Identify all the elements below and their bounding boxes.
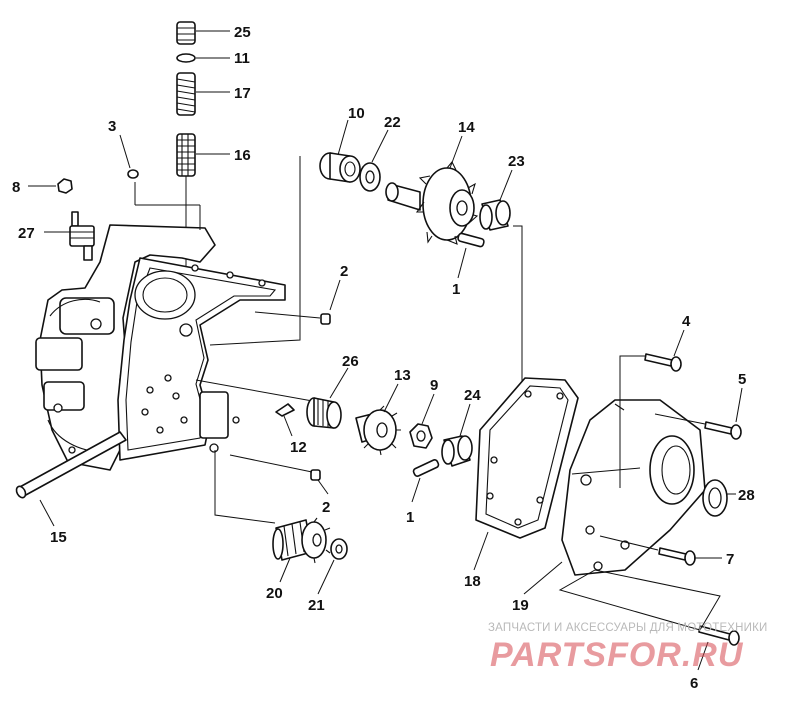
screw-5	[704, 421, 742, 440]
callout-1-upper: 1	[452, 281, 460, 298]
callout-10: 10	[348, 105, 365, 122]
screw-4	[644, 353, 682, 372]
bushing-23	[479, 199, 511, 231]
callout-22: 22	[384, 114, 401, 131]
callout-11: 11	[234, 50, 250, 67]
gear-cover-19	[561, 399, 706, 576]
screw-7	[658, 547, 696, 566]
tube-15	[15, 431, 127, 499]
callout-6: 6	[690, 675, 698, 692]
callout-12: 12	[290, 439, 307, 456]
crankcase-gasket-face	[117, 257, 286, 461]
dowel-pin-2-lower	[310, 469, 321, 481]
callout-15: 15	[50, 529, 67, 546]
callout-labels: 25 11 17 16 3 8 27 10 22 14 23 1 2 4 5 2…	[12, 24, 755, 692]
gear-20	[272, 517, 331, 564]
pin-1-lower	[412, 459, 440, 477]
oil-seal-28	[702, 479, 728, 517]
gasket-18	[475, 377, 579, 539]
callout-9: 9	[430, 377, 438, 394]
callout-3: 3	[108, 118, 116, 135]
callout-23: 23	[508, 153, 525, 170]
callout-20: 20	[266, 585, 283, 602]
callout-14: 14	[458, 119, 475, 136]
nut-9	[409, 423, 433, 449]
washer-21	[330, 538, 348, 560]
washer-22	[359, 162, 381, 192]
callout-21: 21	[308, 597, 325, 614]
callout-25: 25	[234, 24, 251, 41]
watermark-logo: PARTSFOR.RU	[490, 636, 744, 674]
sensor-27	[69, 211, 95, 261]
callout-26: 26	[342, 353, 359, 370]
filter-screen-16	[176, 133, 196, 177]
callout-4: 4	[682, 313, 691, 330]
callout-7: 7	[726, 551, 734, 568]
key-12	[275, 403, 295, 417]
callout-28: 28	[738, 487, 755, 504]
nut-8	[57, 178, 73, 194]
callout-leaders	[28, 30, 743, 671]
bushing-26	[306, 397, 342, 429]
callout-2-lower: 2	[322, 499, 330, 516]
callout-18: 18	[464, 573, 481, 590]
callout-5: 5	[738, 371, 746, 388]
callout-17: 17	[234, 85, 251, 102]
callout-27: 27	[18, 225, 35, 242]
callout-1-lower: 1	[406, 509, 414, 526]
callout-19: 19	[512, 597, 529, 614]
callout-13: 13	[394, 367, 411, 384]
plug-25	[176, 21, 196, 45]
pin-1-upper	[457, 232, 485, 248]
callout-16: 16	[234, 147, 251, 164]
needle-bearing-10	[319, 152, 361, 183]
watermark-caption: ЗАПЧАСТИ И АКСЕССУАРЫ ДЛЯ МОТОТЕХНИКИ	[488, 622, 768, 634]
bushing-24	[441, 435, 473, 467]
callout-24: 24	[464, 387, 481, 404]
o-ring-11	[176, 53, 196, 63]
callout-8: 8	[12, 179, 20, 196]
spring-17	[176, 72, 196, 116]
dowel-pin-2-upper	[320, 313, 331, 325]
pinion-gear-13	[355, 405, 401, 456]
plug-3	[127, 169, 139, 179]
callout-2-upper: 2	[340, 263, 348, 280]
watermark: ЗАПЧАСТИ И АКСЕССУАРЫ ДЛЯ МОТОТЕХНИКИ PA…	[488, 622, 788, 682]
cam-gear-14	[385, 161, 479, 245]
